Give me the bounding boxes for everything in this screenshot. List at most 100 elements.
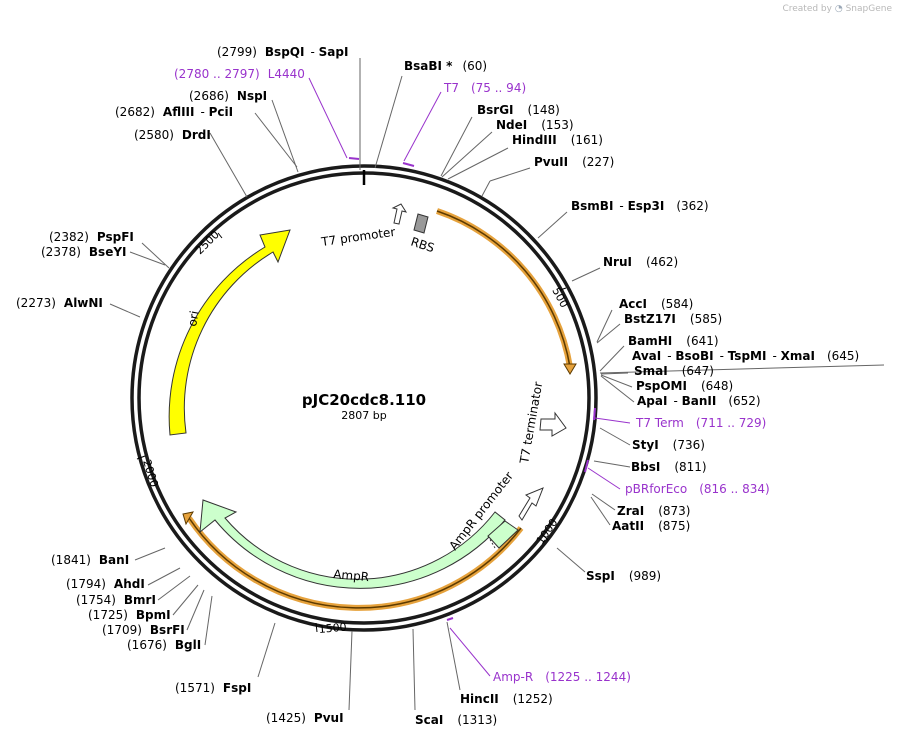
svg-text:(2580)DrdI: (2580) DrdI [134, 128, 211, 142]
site-pos-ahdi: (1794) [66, 577, 106, 591]
site-pos-afliii: (2682) [115, 105, 155, 119]
watermark-prefix: Created by [782, 4, 832, 14]
site-pos-bbsi: (811) [674, 460, 706, 474]
svg-text:SspI(989): SspI(989) [586, 569, 661, 583]
site-bsabi: BsaBI * [404, 59, 453, 73]
site-alwni: AlwNI [64, 296, 103, 310]
t7-terminator-arrow [539, 411, 567, 437]
svg-text:AvaI- BsoBI- TspMI- XmaI(645): AvaI- BsoBI- TspMI- XmaI(645) [632, 349, 859, 363]
svg-text:T7 Term(711 .. 729): T7 Term(711 .. 729) [635, 416, 766, 430]
site-nrui: NruI [603, 255, 632, 269]
primer-t7: T7 [443, 81, 459, 95]
svg-text:BbsI(811): BbsI (811) [631, 460, 707, 474]
primer-range-amp-r: (1225 .. 1244) [545, 670, 631, 684]
primer-range-pbrforeco: (816 .. 834) [699, 482, 769, 496]
site-labels: (2799)BspQI- SapI (2686)NspI (2682)AflII… [16, 45, 859, 727]
site-bamhi: BamHI [628, 334, 672, 348]
svg-text:(2273)AlwNI: (2273)AlwNI [16, 296, 103, 310]
features [168, 203, 577, 611]
site-pos-drdi: (2580) [134, 128, 174, 142]
svg-text:(1571)FspI: (1571)FspI [175, 681, 251, 695]
site-bgli: BglI [175, 638, 201, 652]
site-tspmi: TspMI [728, 349, 767, 363]
primer-l4440: L4440 [268, 67, 305, 81]
site-bstz17i: BstZ17I [624, 312, 676, 326]
svg-text:BsaBI *(60): BsaBI *(60) [404, 59, 487, 73]
primer-range-t7: (75 .. 94) [471, 81, 526, 95]
site-pos-bstz17i: (585) [690, 312, 722, 326]
site-pos-ndei: (153) [541, 118, 573, 132]
site-banii: BanII [682, 394, 717, 408]
site-pos-acci: (584) [661, 297, 693, 311]
svg-text:(2686)NspI: (2686)NspI [189, 89, 267, 103]
site-drdi: DrdI [182, 128, 211, 142]
site-pos-bani: (1841) [51, 553, 91, 567]
ampr-orange-arrow [182, 511, 194, 526]
site-scai: ScaI [415, 713, 443, 727]
svg-text:(1725)BpmI: (1725)BpmI [88, 608, 171, 622]
rbs-box [413, 213, 429, 234]
site-bani: BanI [99, 553, 129, 567]
tick-2500: 2500 [193, 228, 222, 257]
svg-text:(2378)BseYI: (2378)BseYI [41, 245, 127, 259]
site-avai: AvaI [632, 349, 661, 363]
site-bbsi: BbsI [631, 460, 660, 474]
site-ndei: NdeI [496, 118, 527, 132]
plasmid-name: pJC20cdc8.110 [302, 391, 426, 409]
site-pos-bamhi: (641) [686, 334, 718, 348]
svg-text:(1425)PvuI: (1425)PvuI [266, 711, 344, 725]
svg-text:AatII(875): AatII(875) [612, 519, 690, 533]
svg-text:(1841)BanI: (1841) BanI [51, 553, 129, 567]
svg-text:AccI(584): AccI(584) [619, 297, 693, 311]
site-esp3i: Esp3I [628, 199, 665, 213]
tick-1500: 1500 [318, 621, 347, 636]
site-pos-nrui: (462) [646, 255, 678, 269]
svg-text:(2382)PspFI: (2382)PspFI [49, 230, 134, 244]
svg-text:Amp-R(1225 .. 1244): Amp-R (1225 .. 1244) [493, 670, 631, 684]
svg-text:pBRforEco(816 .. 834): pBRforEco(816 .. 834) [625, 482, 770, 496]
svg-text:PvuII(227): PvuII(227) [534, 155, 614, 169]
site-pos-scai: (1313) [457, 713, 497, 727]
svg-text:T7(75 .. 94): T7 (75 .. 94) [443, 81, 526, 95]
site-fspi: FspI [223, 681, 251, 695]
site-smai: SmaI [634, 364, 668, 378]
ampr-feature [199, 499, 506, 589]
site-sspi: SspI [586, 569, 615, 583]
site-apai: ApaI [637, 394, 667, 408]
svg-text:(1754)BmrI: (1754)BmrI [76, 593, 156, 607]
primer-range-l4440: (2780 .. 2797) [174, 67, 260, 81]
svg-text:ApaI- BanII(652): ApaI- BanII(652) [637, 394, 761, 408]
svg-text:NruI(462): NruI (462) [603, 255, 678, 269]
site-pcii: PciI [209, 105, 234, 119]
svg-text:(2799)BspQI- SapI: (2799)BspQI- SapI [217, 45, 348, 59]
primer-leaders [308, 77, 631, 677]
svg-text:(1794)AhdI: (1794) AhdI [66, 577, 145, 591]
cds-feature-right [436, 208, 573, 368]
svg-text:HincII(1252): HincII(1252) [460, 692, 553, 706]
svg-text:ZraI(873): ZraI(873) [617, 504, 690, 518]
svg-text:NdeI(153): NdeI (153) [496, 118, 574, 132]
site-ahdi: AhdI [114, 577, 145, 591]
site-zrai: ZraI [617, 504, 644, 518]
primer-t7-term: T7 Term [635, 416, 684, 430]
site-pos-hindiii: (161) [571, 133, 603, 147]
svg-text:StyI(736): StyI(736) [632, 438, 705, 452]
primer-labels: (2780 .. 2797) L4440 T7 (75 .. 94) T7 Term… [174, 67, 770, 684]
site-pos-bsmbi: (362) [676, 199, 708, 213]
site-pos-pvui: (1425) [266, 711, 306, 725]
site-hincii: HincII [460, 692, 499, 706]
site-bmri: BmrI [124, 593, 156, 607]
site-pos-pspomi: (648) [701, 379, 733, 393]
primer-amp-r: Amp-R [493, 670, 533, 684]
label-t7-promoter: T7 promoter [319, 225, 396, 249]
site-pos-bsrfi: (1709) [102, 623, 142, 637]
ampr-promoter-box [487, 520, 519, 549]
site-pos-apai: (652) [728, 394, 760, 408]
site-pos-bsrgi: (148) [528, 103, 560, 117]
site-pspfi: PspFI [97, 230, 134, 244]
site-bsrfi: BsrFI [150, 623, 185, 637]
ori-feature [168, 229, 291, 436]
tick-1000: 1000 [534, 516, 561, 546]
site-pos-bspqi: (2799) [217, 45, 257, 59]
